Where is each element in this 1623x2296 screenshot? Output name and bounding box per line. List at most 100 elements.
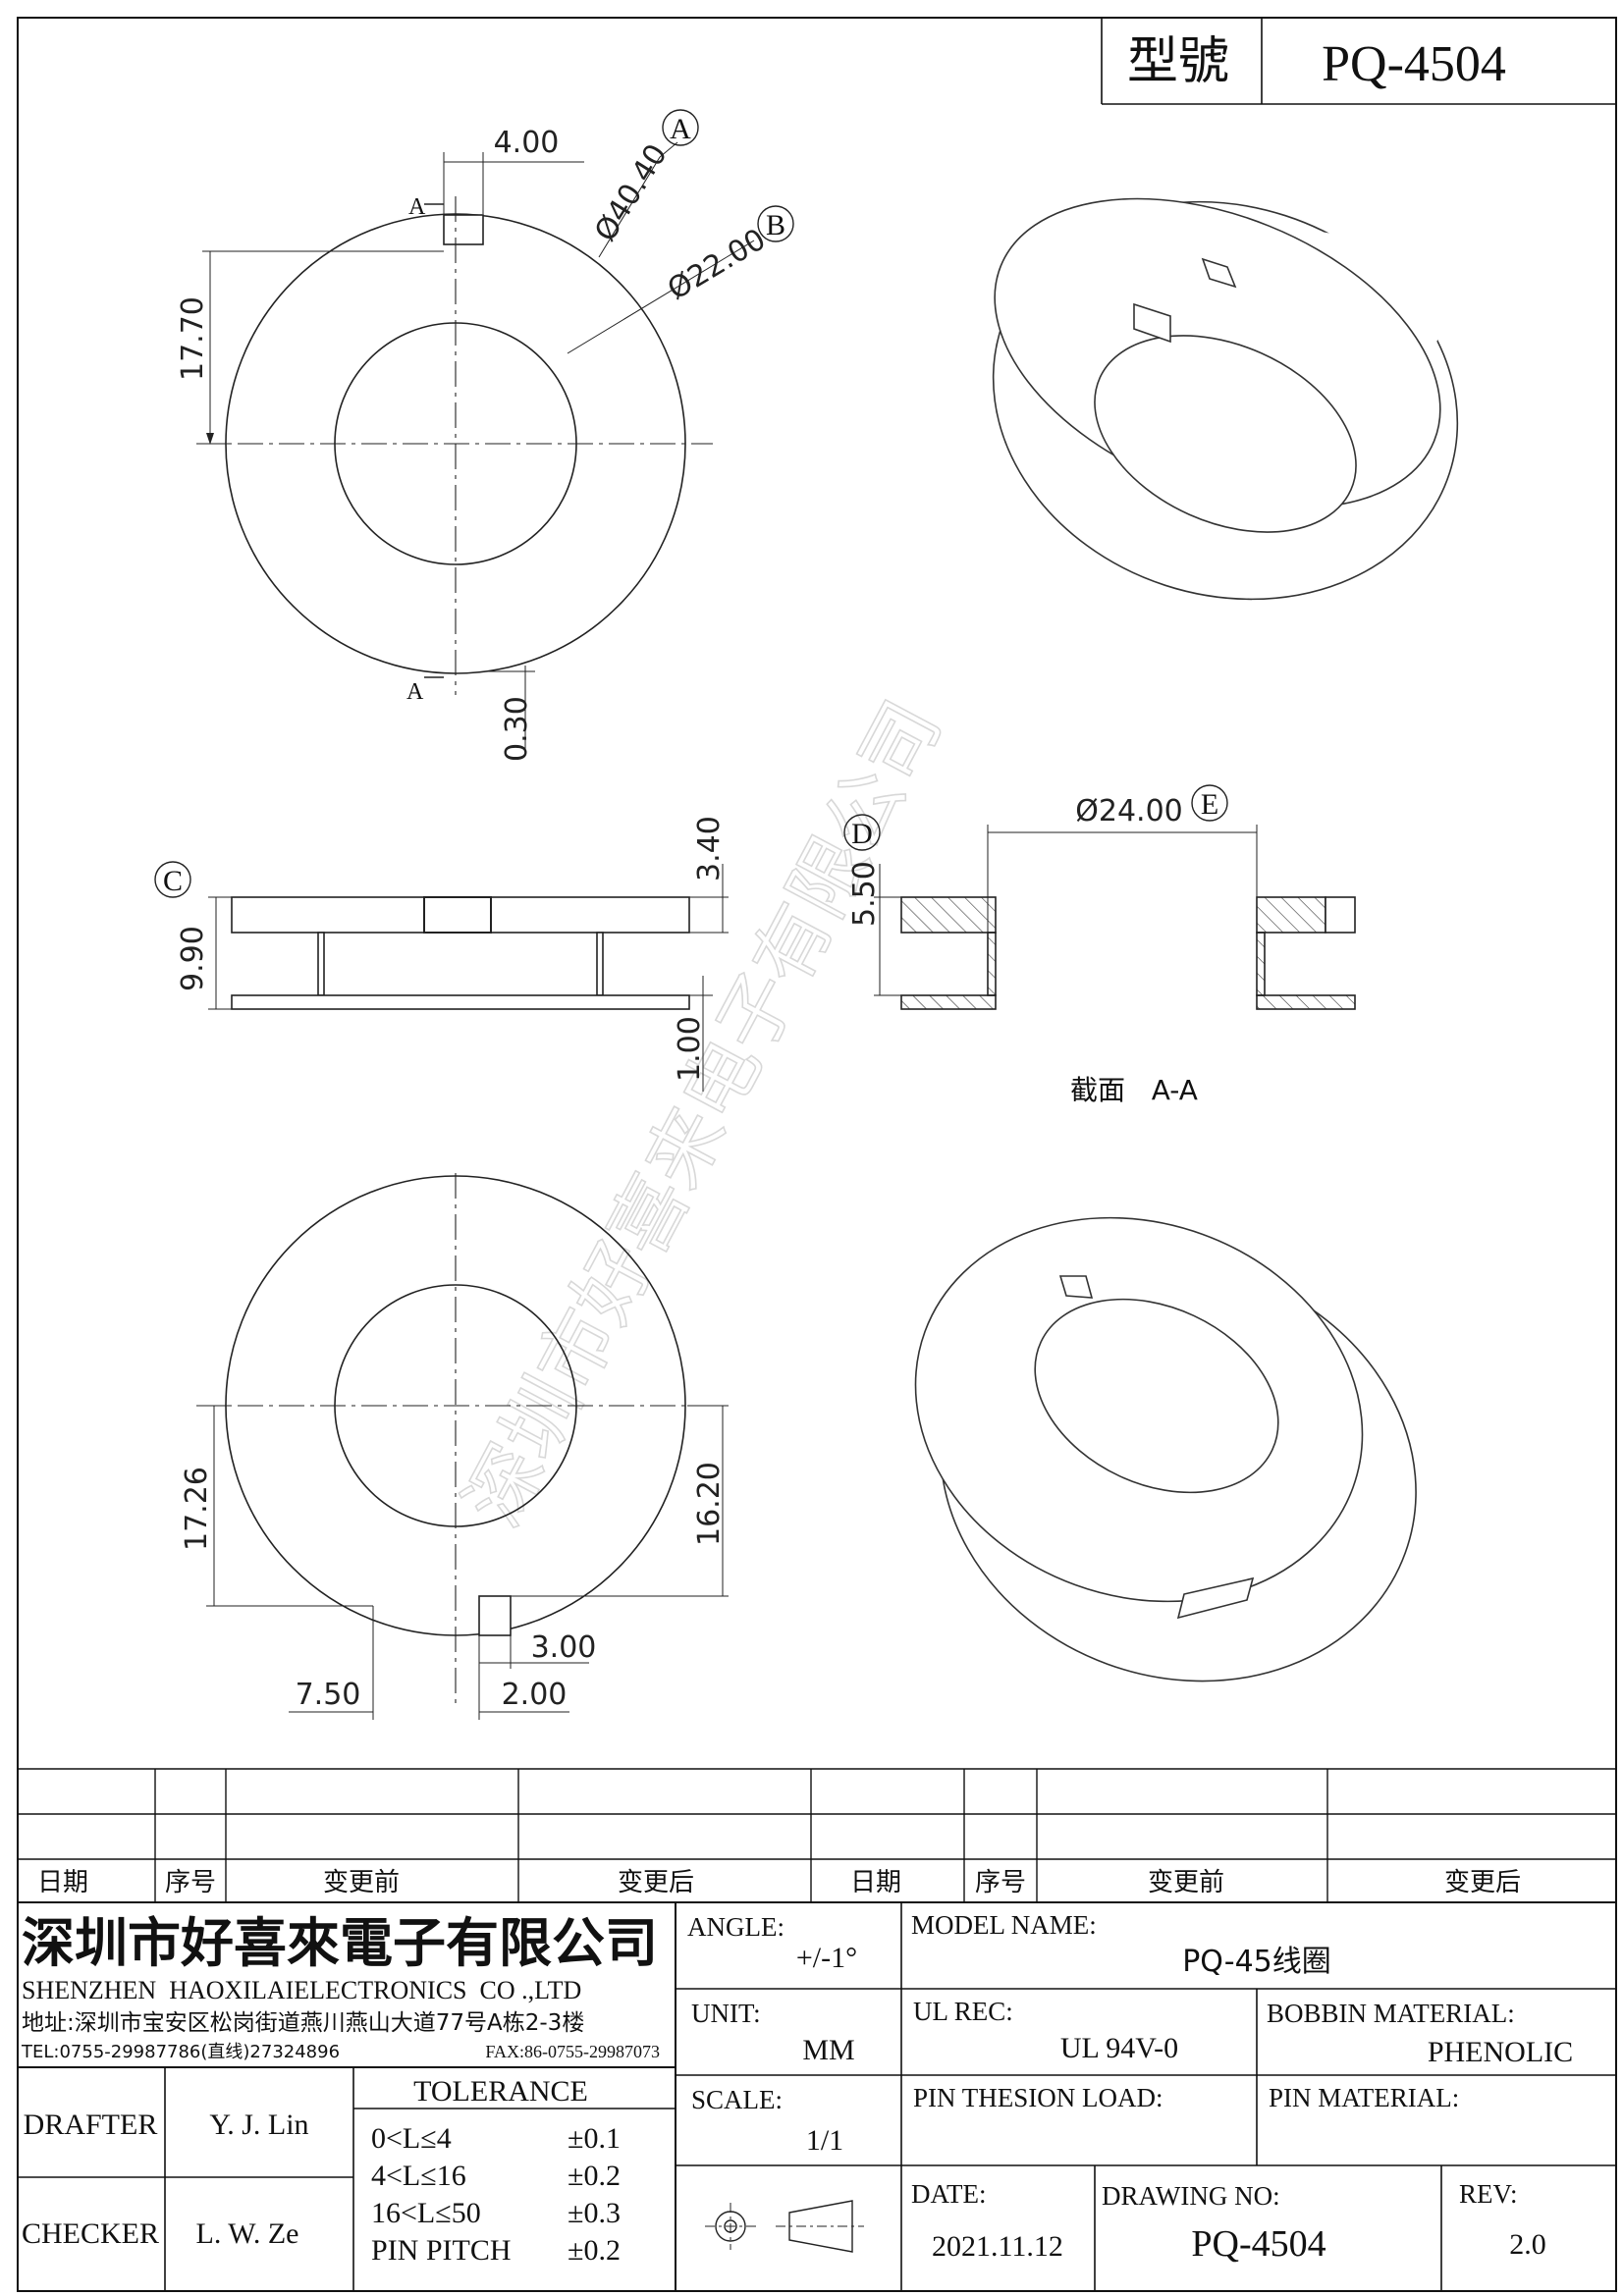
rev-header-date-1: 日期 — [37, 1868, 88, 1897]
drafter-value: Y. J. Lin — [209, 2109, 308, 2141]
rev-header-before-1: 变更前 — [323, 1868, 400, 1897]
bottom-slot — [478, 1595, 512, 1636]
top-slot — [443, 214, 484, 245]
side-core-left — [317, 932, 325, 996]
tolerance-value-3: ±0.3 — [568, 2197, 621, 2229]
section-label-top: A — [408, 194, 426, 220]
model-label: 型號 — [1127, 32, 1229, 91]
svg-text:深圳市好喜来电子有限公司: 深圳市好喜来电子有限公司 — [449, 687, 958, 1540]
bottom-view-labels: 17.26 16.20 3.00 7.50 2.00 — [180, 1462, 727, 1712]
watermark: 深圳市好喜来电子有限公司 — [449, 686, 959, 1540]
unit-label: UNIT: — [691, 1999, 761, 2028]
iso-top-slot-rear — [1201, 257, 1237, 289]
ul-rec-value: UL 94V-0 — [1060, 2032, 1178, 2064]
dim-side-flange-top: 3.40 — [692, 816, 727, 881]
callout-d: D — [851, 818, 873, 850]
section-view — [874, 825, 1356, 1010]
dim-bottom-slot-depth: 3.00 — [531, 1630, 597, 1665]
top-view — [196, 141, 755, 756]
rev-label: REV: — [1459, 2179, 1518, 2209]
header-model-box: 型號 PQ-4504 — [1101, 18, 1616, 105]
dim-bottom-left-height: 17.26 — [180, 1467, 214, 1551]
model-value: PQ-4504 — [1322, 36, 1506, 92]
top-view-labels: A B 4.00 Ø40.40 Ø22.00 17.70 0.30 A A — [176, 109, 794, 762]
section-left-wall — [987, 932, 997, 996]
pin-thesion-label: PIN THESION LOAD: — [913, 2083, 1163, 2112]
side-view — [208, 864, 729, 1092]
ul-rec-label: UL REC: — [913, 1997, 1013, 2026]
iso-view-top — [992, 197, 1459, 601]
callout-b-circle — [757, 205, 794, 242]
section-left-base — [900, 994, 997, 1010]
projection-symbol-icon — [705, 2200, 864, 2253]
dim-bottom-offset: 7.50 — [296, 1678, 361, 1712]
callout-a-circle — [662, 109, 699, 146]
dim-side-flange-bottom: 1.00 — [673, 1016, 707, 1082]
iso-top-slot — [1133, 302, 1171, 344]
dim-slot-depth: 17.70 — [176, 296, 210, 381]
iso-bottom-hole — [1034, 1298, 1279, 1494]
iso-view-bottom — [914, 1216, 1417, 1682]
dim-bottom-slot-width: 2.00 — [502, 1678, 568, 1712]
side-slot — [423, 896, 492, 934]
section-right-slot — [1325, 896, 1356, 934]
scale-label: SCALE: — [691, 2085, 783, 2114]
iso-top-hole — [1094, 335, 1357, 533]
sheet-border — [17, 17, 1617, 2292]
date-label: DATE: — [911, 2179, 987, 2209]
dim-side-height: 9.90 — [176, 926, 210, 991]
section-right-flange — [1256, 896, 1326, 934]
revision-table-headers: 日期 序号 变更前 变更后 日期 序号 变更前 变更后 — [37, 1868, 1521, 1897]
callout-c-circle — [154, 861, 191, 898]
section-right-wall — [1256, 932, 1266, 996]
section-caption: 截面 A-A — [1070, 1074, 1198, 1106]
callout-c: C — [163, 865, 183, 897]
tolerance-range-1: 0<L≤4 — [371, 2122, 452, 2155]
checker-label: CHECKER — [22, 2217, 159, 2250]
callout-e-circle — [1191, 784, 1228, 822]
dim-outer-dia: Ø40.40 — [588, 138, 675, 247]
section-right-base — [1256, 994, 1356, 1010]
dim-section-bore: Ø24.00 — [1075, 794, 1183, 828]
bobbin-material-label: BOBBIN MATERIAL: — [1267, 1999, 1515, 2028]
model-name-value: PQ-45线圈 — [1182, 1945, 1331, 1979]
callout-a: A — [670, 113, 691, 145]
dim-bottom-right-height: 16.20 — [692, 1462, 727, 1546]
angle-label: ANGLE: — [687, 1912, 784, 1942]
title-block-text: 深圳市好喜來電子有限公司 SHENZHEN HAOXILAIELECTRONIC… — [21, 1910, 1573, 2267]
company-cn: 深圳市好喜來電子有限公司 — [22, 1912, 658, 1974]
rev-header-before-2: 变更前 — [1148, 1868, 1224, 1897]
bobbin-material-value: PHENOLIC — [1428, 2036, 1573, 2068]
rev-header-after-1: 变更后 — [618, 1868, 694, 1897]
revision-table — [18, 1768, 1616, 1903]
iso-bottom-band — [1176, 1576, 1255, 1620]
rev-header-seq-1: 序号 — [165, 1868, 216, 1897]
side-bottom-flange — [231, 994, 690, 1010]
side-core-right — [596, 932, 604, 996]
side-view-labels: C 9.90 3.40 1.00 — [154, 816, 727, 1082]
tolerance-range-3: 16<L≤50 — [371, 2197, 481, 2229]
tolerance-value-4: ±0.2 — [568, 2234, 621, 2267]
tolerance-value-1: ±0.1 — [568, 2122, 621, 2155]
rev-header-date-2: 日期 — [850, 1868, 901, 1897]
company-en: SHENZHEN HAOXILAIELECTRONICS CO .,LTD — [22, 1976, 581, 2004]
callout-d-circle — [843, 814, 881, 851]
date-value: 2021.11.12 — [932, 2230, 1063, 2263]
unit-value: MM — [802, 2034, 854, 2066]
drawing-no-label: DRAWING NO: — [1102, 2181, 1280, 2211]
section-view-labels: D E Ø24.00 5.50 截面 A-A — [843, 784, 1228, 1106]
company-tel: TEL:0755-29987786(直线)27324896 — [21, 2042, 340, 2062]
pin-material-label: PIN MATERIAL: — [1269, 2083, 1459, 2112]
rev-header-seq-2: 序号 — [975, 1868, 1026, 1897]
dim-offset: 0.30 — [500, 696, 534, 762]
model-name-label: MODEL NAME: — [911, 1910, 1097, 1940]
dim-section-depth: 5.50 — [847, 861, 882, 927]
section-label-bottom: A — [406, 679, 424, 705]
company-fax: FAX:86-0755-29987073 — [485, 2042, 660, 2061]
iso-bottom-slot — [1058, 1275, 1094, 1299]
company-address: 地址:深圳市宝安区松岗街道燕川燕山大道77号A栋2-3楼 — [22, 2010, 584, 2036]
scale-value: 1/1 — [806, 2124, 843, 2157]
tolerance-value-2: ±0.2 — [568, 2160, 621, 2192]
tolerance-range-4: PIN PITCH — [371, 2234, 512, 2267]
